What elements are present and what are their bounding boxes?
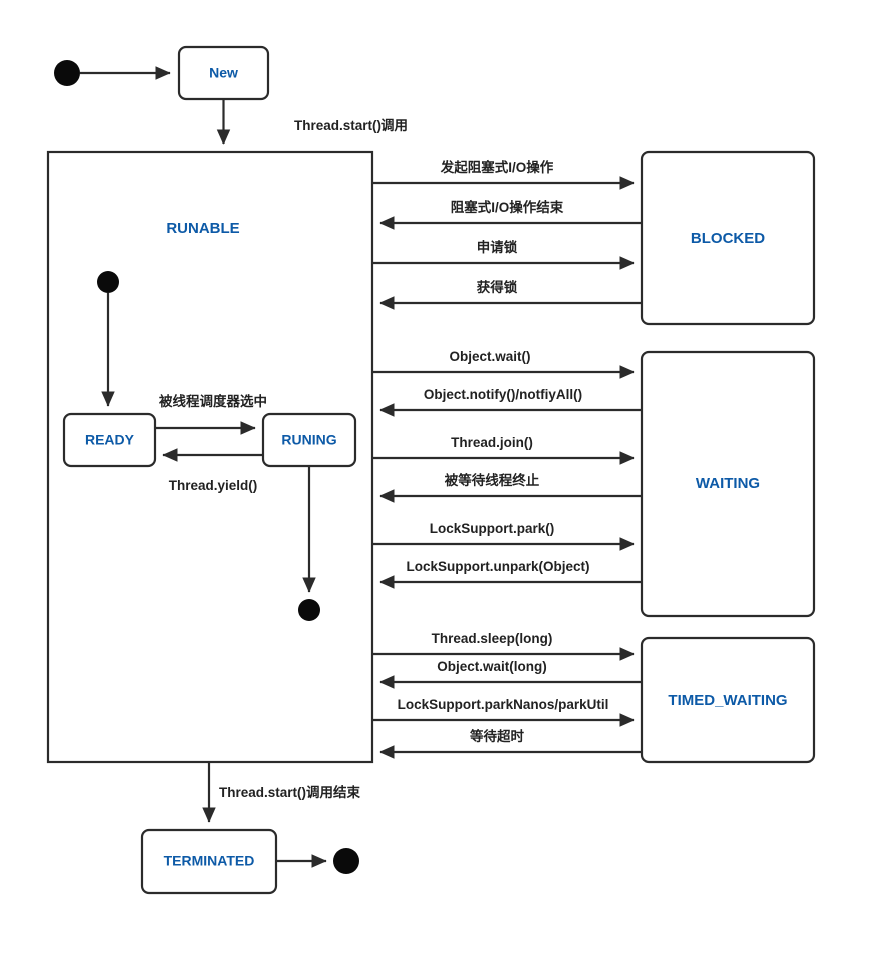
edge-new-to-runable-label: Thread.start()调用 — [294, 118, 408, 133]
edge-blocked-0-label: 发起阻塞式I/O操作 — [440, 159, 554, 175]
state-terminated-label: TERMINATED — [164, 853, 255, 869]
edge-runing-to-ready-label: Thread.yield() — [169, 478, 258, 493]
state-ready[interactable]: READY — [62, 412, 157, 468]
edge-waiting-1-label: Object.notify()/notfiyAll() — [424, 387, 582, 402]
state-waiting-label: WAITING — [696, 475, 760, 492]
state-runing-label: RUNING — [281, 432, 336, 448]
state-blocked-box[interactable] — [640, 150, 816, 326]
edge-timed-waiting-2-label: LockSupport.parkNanos/parkUtil — [398, 697, 609, 712]
state-terminated[interactable]: TERMINATED — [140, 828, 278, 895]
state-waiting-box[interactable] — [640, 350, 816, 618]
state-waiting[interactable]: WAITING — [640, 350, 816, 618]
state-ready-label: READY — [85, 432, 135, 448]
edge-ready-to-runing-label: 被线程调度器选中 — [159, 393, 267, 409]
edge-timed-waiting-3-label: 等待超时 — [470, 728, 524, 744]
state-blocked-label: BLOCKED — [691, 230, 765, 247]
state-timed-waiting[interactable]: TIMED_WAITING — [640, 636, 816, 764]
initial-state-node — [54, 60, 80, 86]
state-blocked[interactable]: BLOCKED — [640, 150, 816, 326]
edge-timed-waiting-1-label: Object.wait(long) — [437, 659, 547, 674]
state-ready-box[interactable] — [62, 412, 157, 468]
state-new[interactable]: New — [177, 45, 270, 101]
runable-initial-node — [97, 271, 119, 293]
state-timed-waiting-box[interactable] — [640, 636, 816, 764]
state-runable-label: RUNABLE — [166, 220, 239, 237]
edge-waiting-0-label: Object.wait() — [449, 349, 530, 364]
edge-waiting-4-label: LockSupport.park() — [430, 521, 555, 536]
final-state-node — [333, 848, 359, 874]
edge-blocked-1-label: 阻塞式I/O操作结束 — [451, 199, 564, 215]
edge-waiting-2-label: Thread.join() — [451, 435, 533, 450]
edge-runable-to-terminated-label: Thread.start()调用结束 — [219, 784, 361, 800]
state-new-label: New — [209, 65, 238, 81]
edge-blocked-2-label: 申请锁 — [477, 239, 518, 255]
edge-timed-waiting-0-label: Thread.sleep(long) — [432, 631, 553, 646]
edge-waiting-3-label: 被等待线程终止 — [445, 472, 540, 488]
edge-blocked-3-label: 获得锁 — [477, 279, 518, 295]
state-runing[interactable]: RUNING — [261, 412, 357, 468]
state-timed-waiting-label: TIMED_WAITING — [668, 692, 787, 709]
edge-waiting-5-label: LockSupport.unpark(Object) — [406, 559, 589, 574]
runable-final-node — [298, 599, 320, 621]
